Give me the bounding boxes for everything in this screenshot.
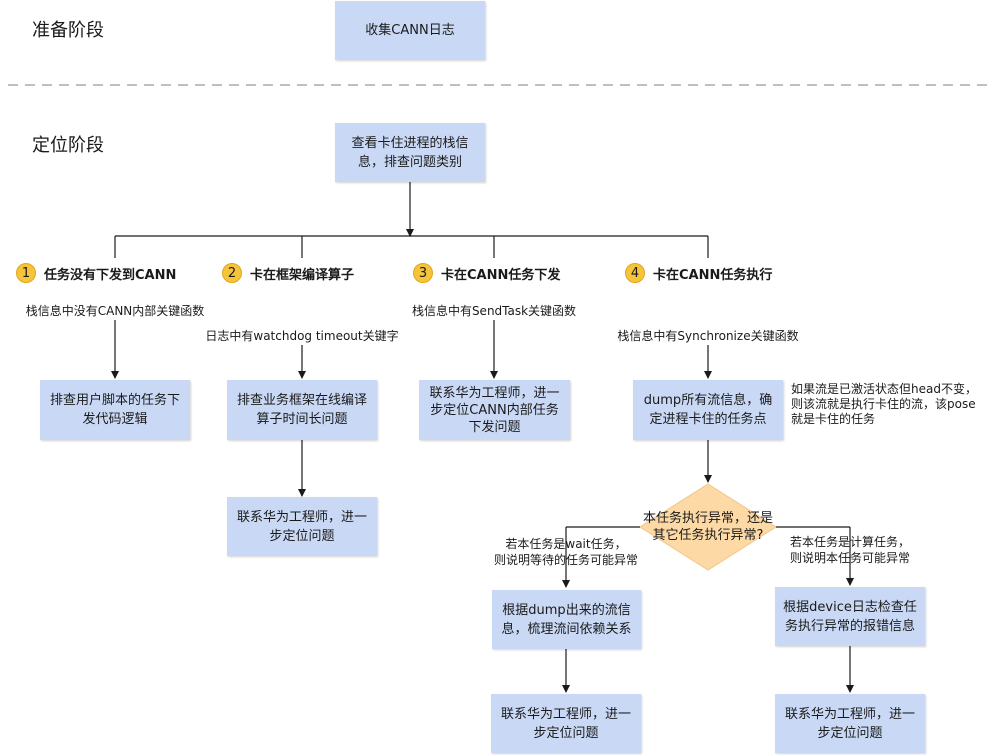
- node-contact-engineer-3: 联系华为工程师，进一 步定位CANN内部任务 下发问题: [419, 380, 570, 440]
- decision-line: 其它任务执行异常?: [652, 528, 764, 543]
- branch-2-condition: 日志中有watchdog timeout关键字: [205, 329, 399, 343]
- node-text-line: 务执行异常的报错信息: [784, 618, 915, 634]
- node-text-line: 联系华为工程师，进一: [784, 706, 915, 722]
- branch-4-condition: 栈信息中有Synchronize关键函数: [617, 329, 799, 343]
- branch-label: 卡在框架编译算子: [250, 267, 355, 283]
- stage-title-locate: 定位阶段: [32, 135, 104, 156]
- node-text-line: 息，梳理流间依赖关系: [501, 621, 632, 637]
- node-check-stack: 查看卡住进程的栈信 息，排查问题类别: [335, 123, 485, 182]
- node-text-line: 定进程卡住的任务点: [649, 412, 767, 427]
- step-number-badge: 3: [413, 263, 433, 283]
- node-contact-engineer-right: 联系华为工程师，进一 步定位问题: [775, 694, 925, 753]
- branch-1-condition: 栈信息中没有CANN内部关键函数: [25, 304, 205, 318]
- node-text-line: 联系华为工程师，进一: [236, 509, 367, 525]
- node-text-line: dump所有流信息，确: [643, 393, 773, 408]
- node-text-line: 发代码逻辑: [82, 412, 148, 427]
- node-text-line: 排查用户脚本的任务下: [49, 393, 180, 408]
- branch-3-header: 3 卡在CANN任务下发: [413, 263, 560, 283]
- node-contact-engineer-left: 联系华为工程师，进一 步定位问题: [491, 694, 641, 753]
- note-line: 则该流就是执行卡住的流，该pose: [791, 397, 976, 411]
- node-text-line: 步定位问题: [533, 725, 599, 741]
- node-text-line: 步定位CANN内部任务: [430, 402, 559, 418]
- note-line: 就是卡住的任务: [791, 412, 876, 426]
- step-number-badge: 1: [16, 263, 36, 283]
- note-line: 若本任务是wait任务，: [505, 537, 627, 551]
- node-check-device-log: 根据device日志检查任 务执行异常的报错信息: [775, 587, 925, 646]
- branch-4-header: 4 卡在CANN任务执行: [625, 263, 772, 283]
- step-number-badge: 4: [625, 263, 645, 283]
- node-collect-logs: 收集CANN日志: [335, 1, 485, 60]
- branch-1-header: 1 任务没有下发到CANN: [16, 263, 176, 283]
- node-text-line: 算子时间长问题: [256, 412, 348, 427]
- node-text-line: 排查业务框架在线编译: [236, 393, 367, 408]
- branch-label: 卡在CANN任务执行: [653, 267, 773, 283]
- node-check-compile: 排查业务框架在线编译 算子时间长问题: [227, 380, 377, 440]
- node-text-line: 联系华为工程师，进一: [500, 706, 631, 722]
- node-text-line: 根据dump出来的流信: [502, 602, 631, 618]
- stream-note: 如果流是已激活状态但head不变， 则该流就是执行卡住的流，该pose 就是卡住…: [791, 382, 977, 427]
- decision-diamond: [639, 483, 777, 571]
- decision-text: 本任务执行异常，还是 其它任务执行异常?: [643, 510, 773, 544]
- node-text-line: 步定位问题: [817, 725, 883, 741]
- compute-task-note: 若本任务是计算任务， 则说明本任务可能异常: [790, 534, 910, 566]
- node-text-line: 查看卡住进程的栈信: [351, 135, 469, 151]
- node-text-line: 息，排查问题类别: [357, 154, 462, 170]
- branch-3-condition: 栈信息中有SendTask关键函数: [411, 304, 577, 318]
- node-analyze-dump: 根据dump出来的流信 息，梳理流间依赖关系: [492, 590, 641, 649]
- node-text-line: 联系华为工程师，进一: [429, 385, 560, 401]
- node-text-line: 下发问题: [468, 419, 521, 435]
- node-text: 收集CANN日志: [365, 23, 455, 38]
- branch-2-header: 2 卡在框架编译算子: [222, 263, 354, 283]
- note-line: 则说明本任务可能异常: [789, 551, 911, 565]
- node-text-line: 根据device日志检查任: [783, 599, 917, 615]
- stage-title-prep: 准备阶段: [32, 20, 104, 41]
- node-text-line: 步定位问题: [269, 528, 335, 544]
- step-number-badge: 2: [222, 263, 242, 283]
- note-line: 如果流是已激活状态但head不变，: [791, 382, 977, 396]
- branch-label: 任务没有下发到CANN: [44, 267, 177, 283]
- node-dump-streams: dump所有流信息，确 定进程卡住的任务点: [633, 380, 783, 440]
- wait-task-note: 若本任务是wait任务， 则说明等待的任务可能异常: [494, 536, 638, 568]
- note-line: 若本任务是计算任务，: [789, 535, 911, 549]
- node-contact-engineer-2: 联系华为工程师，进一 步定位问题: [227, 497, 377, 556]
- branch-label: 卡在CANN任务下发: [441, 267, 561, 283]
- decision-line: 本任务执行异常，还是: [642, 511, 774, 526]
- note-line: 则说明等待的任务可能异常: [493, 553, 639, 567]
- node-check-user-script: 排查用户脚本的任务下 发代码逻辑: [40, 380, 190, 440]
